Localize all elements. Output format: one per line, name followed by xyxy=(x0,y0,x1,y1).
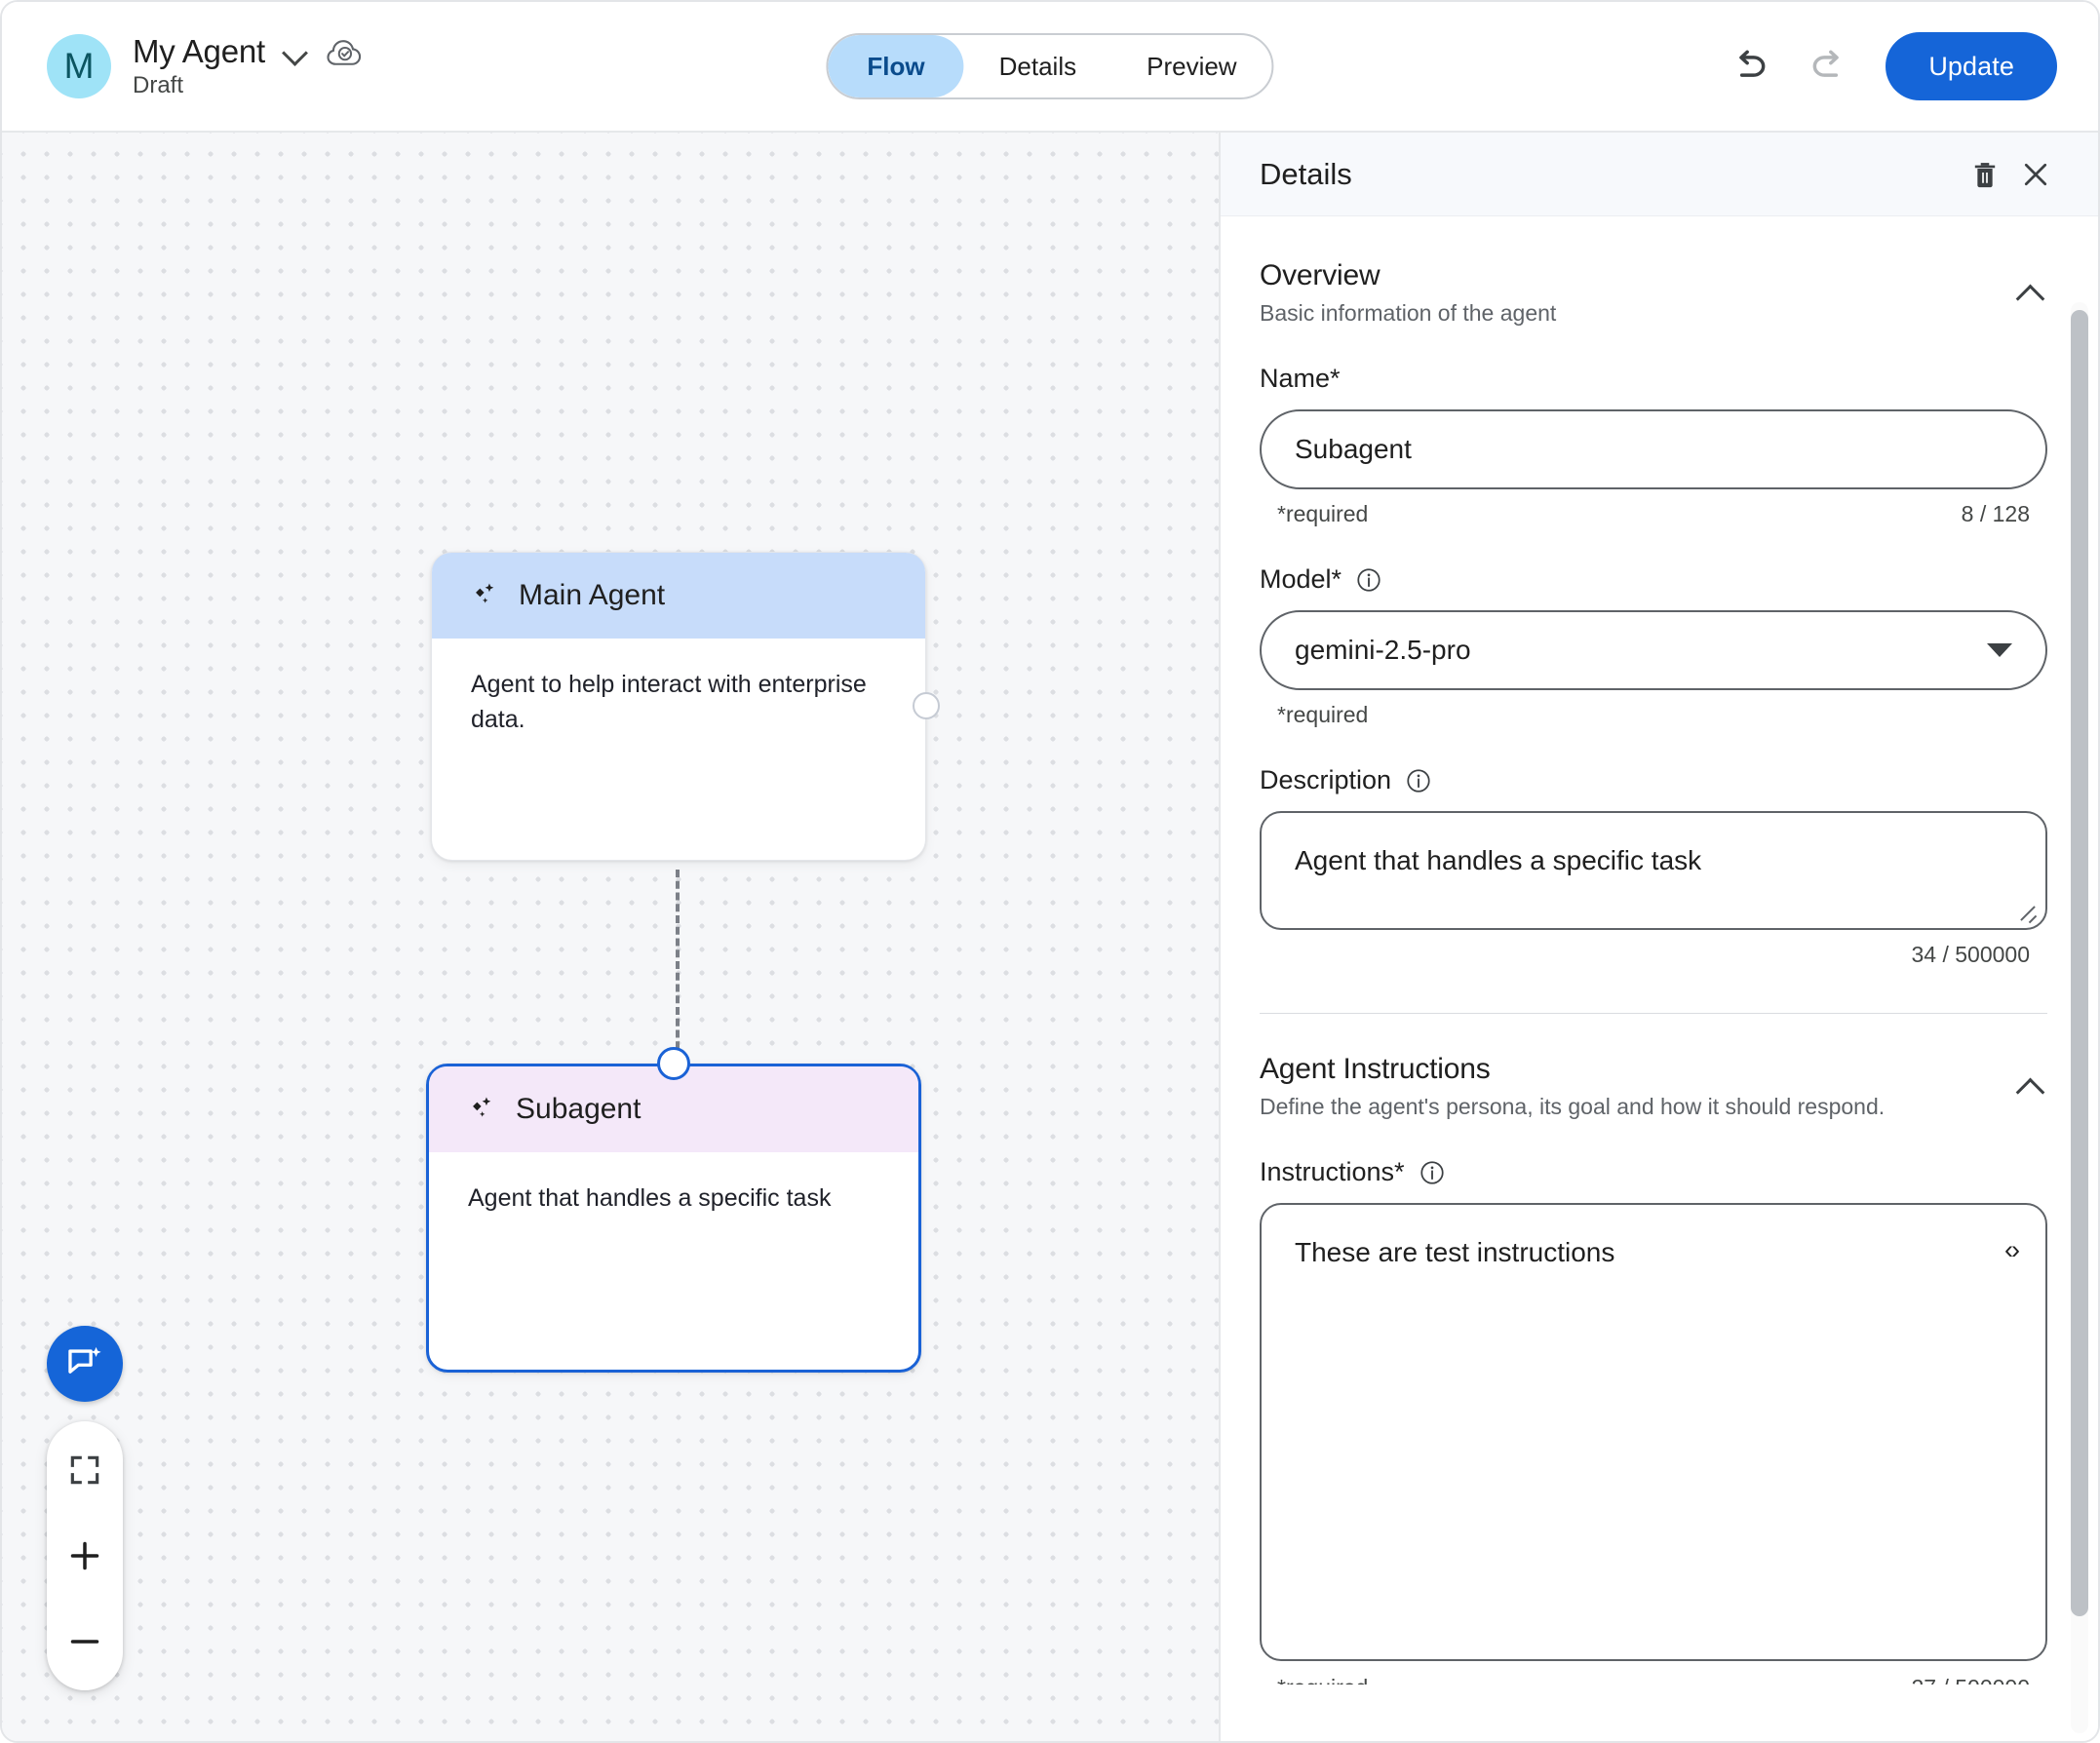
name-label-text: Name* xyxy=(1260,364,1341,393)
agent-title-row: My Agent xyxy=(133,33,363,70)
model-required-hint: *required xyxy=(1277,702,1369,727)
name-label: Name* xyxy=(1260,364,2047,394)
tab-flow[interactable]: Flow xyxy=(828,35,964,97)
fit-to-screen-icon[interactable] xyxy=(58,1443,112,1497)
close-icon[interactable] xyxy=(2010,149,2061,200)
instructions-heading-group: Agent Instructions Define the agent's pe… xyxy=(1260,1053,2014,1120)
model-selected-value: gemini-2.5-pro xyxy=(1295,635,1471,665)
instructions-field-group: Instructions* These are test instruction… xyxy=(1260,1157,2047,1685)
name-hint-row: *required 8 / 128 xyxy=(1260,501,2047,527)
sparkle-icon xyxy=(471,580,502,611)
node-header: Subagent xyxy=(429,1066,918,1152)
node-main-agent[interactable]: Main Agent Agent to help interact with e… xyxy=(431,552,940,861)
description-textarea[interactable]: Agent that handles a specific task xyxy=(1260,811,2047,930)
details-panel-header: Details xyxy=(1221,133,2098,216)
instructions-required-hint: *required xyxy=(1277,1675,1368,1685)
chevron-down-icon[interactable] xyxy=(283,39,308,64)
details-panel-title: Details xyxy=(1260,156,1352,191)
overview-subtitle: Basic information of the agent xyxy=(1260,300,1557,326)
cloud-check-icon xyxy=(326,37,363,66)
undo-icon[interactable] xyxy=(1726,43,1772,90)
update-button[interactable]: Update xyxy=(1886,32,2057,100)
node-body: Agent that handles a specific task xyxy=(429,1152,918,1217)
trash-icon[interactable] xyxy=(1960,149,2010,200)
main-body: Main Agent Agent to help interact with e… xyxy=(2,133,2098,1741)
chevron-up-icon[interactable] xyxy=(2014,277,2047,310)
instructions-section-subtitle: Define the agent's persona, its goal and… xyxy=(1260,1094,1886,1119)
overview-section-header: Overview Basic information of the agent xyxy=(1260,259,2047,327)
node-title: Main Agent xyxy=(519,579,666,611)
details-panel: Details xyxy=(1219,133,2098,1741)
name-required-hint: *required xyxy=(1277,501,1369,526)
tab-preview[interactable]: Preview xyxy=(1147,51,1237,81)
avatar: M xyxy=(47,34,111,98)
model-label: Model* xyxy=(1260,564,2047,595)
resize-handle[interactable] xyxy=(2016,899,2038,920)
sparkle-icon xyxy=(468,1094,499,1125)
code-view-icon[interactable]: ‹› xyxy=(2004,1235,2020,1264)
instructions-section-title: Agent Instructions xyxy=(1260,1053,1491,1085)
chat-sparkle-icon[interactable] xyxy=(47,1326,123,1402)
section-divider xyxy=(1260,1013,2047,1014)
name-input[interactable]: Subagent xyxy=(1260,409,2047,489)
agent-brand: M My Agent Draft xyxy=(2,33,363,99)
node-description: Agent to help interact with enterprise d… xyxy=(471,671,867,733)
instructions-section-header: Agent Instructions Define the agent's pe… xyxy=(1260,1053,2047,1120)
node-description: Agent that handles a specific task xyxy=(468,1184,832,1212)
zoom-out-button[interactable] xyxy=(58,1614,112,1669)
description-counter: 34 / 500000 xyxy=(1911,942,2030,967)
instructions-label: Instructions* xyxy=(1260,1157,2047,1187)
node-subagent[interactable]: Subagent Agent that handles a specific t… xyxy=(426,1047,921,1373)
overview-title: Overview xyxy=(1260,259,1381,291)
caret-down-icon xyxy=(1987,643,2012,657)
node-output-port[interactable] xyxy=(913,692,940,719)
description-label-text: Description xyxy=(1260,765,1392,794)
description-label: Description xyxy=(1260,765,2047,795)
view-tabs: Flow Details Preview xyxy=(826,33,1274,99)
info-icon[interactable] xyxy=(1405,767,1432,794)
zoom-in-button[interactable] xyxy=(58,1529,112,1583)
agent-brand-text: My Agent Draft xyxy=(133,33,363,99)
page-title: My Agent xyxy=(133,33,265,69)
model-field-group: Model* gemini-2.5-pro xyxy=(1260,564,2047,728)
details-panel-content[interactable]: Overview Basic information of the agent … xyxy=(1221,216,2098,1741)
description-field-group: Description Agent that handles a specifi… xyxy=(1260,765,2047,968)
chevron-up-icon[interactable] xyxy=(2014,1070,2047,1104)
model-select[interactable]: gemini-2.5-pro xyxy=(1260,610,2047,690)
node-title: Subagent xyxy=(516,1093,642,1125)
redo-icon[interactable] xyxy=(1806,43,1852,90)
instructions-counter: 27 / 500000 xyxy=(1911,1675,2030,1685)
node-header: Main Agent xyxy=(432,553,925,639)
panel-scrollbar-thumb[interactable] xyxy=(2071,310,2088,1616)
model-label-text: Model* xyxy=(1260,564,1342,594)
node-body: Agent to help interact with enterprise d… xyxy=(432,639,925,737)
info-icon[interactable] xyxy=(1419,1159,1446,1186)
tab-details[interactable]: Details xyxy=(998,51,1077,81)
top-bar-actions: Update xyxy=(1726,32,2057,100)
instructions-textarea[interactable]: These are test instructions ‹› xyxy=(1260,1203,2047,1661)
model-hint-row: *required xyxy=(1260,702,2047,728)
instructions-value: These are test instructions xyxy=(1295,1237,1615,1267)
flow-canvas[interactable]: Main Agent Agent to help interact with e… xyxy=(2,133,1219,1741)
instructions-label-text: Instructions* xyxy=(1260,1157,1405,1186)
name-counter: 8 / 128 xyxy=(1961,501,2030,526)
instructions-hint-row: *required 27 / 500000 xyxy=(1260,1675,2047,1685)
edge-main-to-sub xyxy=(676,870,680,1061)
zoom-controls xyxy=(47,1421,123,1690)
status-badge: Draft xyxy=(133,72,184,98)
description-value: Agent that handles a specific task xyxy=(1295,845,1702,875)
info-icon[interactable] xyxy=(1355,566,1382,594)
name-field-group: Name* Subagent *required 8 / 128 xyxy=(1260,364,2047,527)
overview-heading-group: Overview Basic information of the agent xyxy=(1260,259,2014,327)
description-hint-row: 34 / 500000 xyxy=(1260,942,2047,968)
top-bar: M My Agent Draft Flow D xyxy=(2,2,2098,133)
node-input-port[interactable] xyxy=(657,1047,690,1080)
